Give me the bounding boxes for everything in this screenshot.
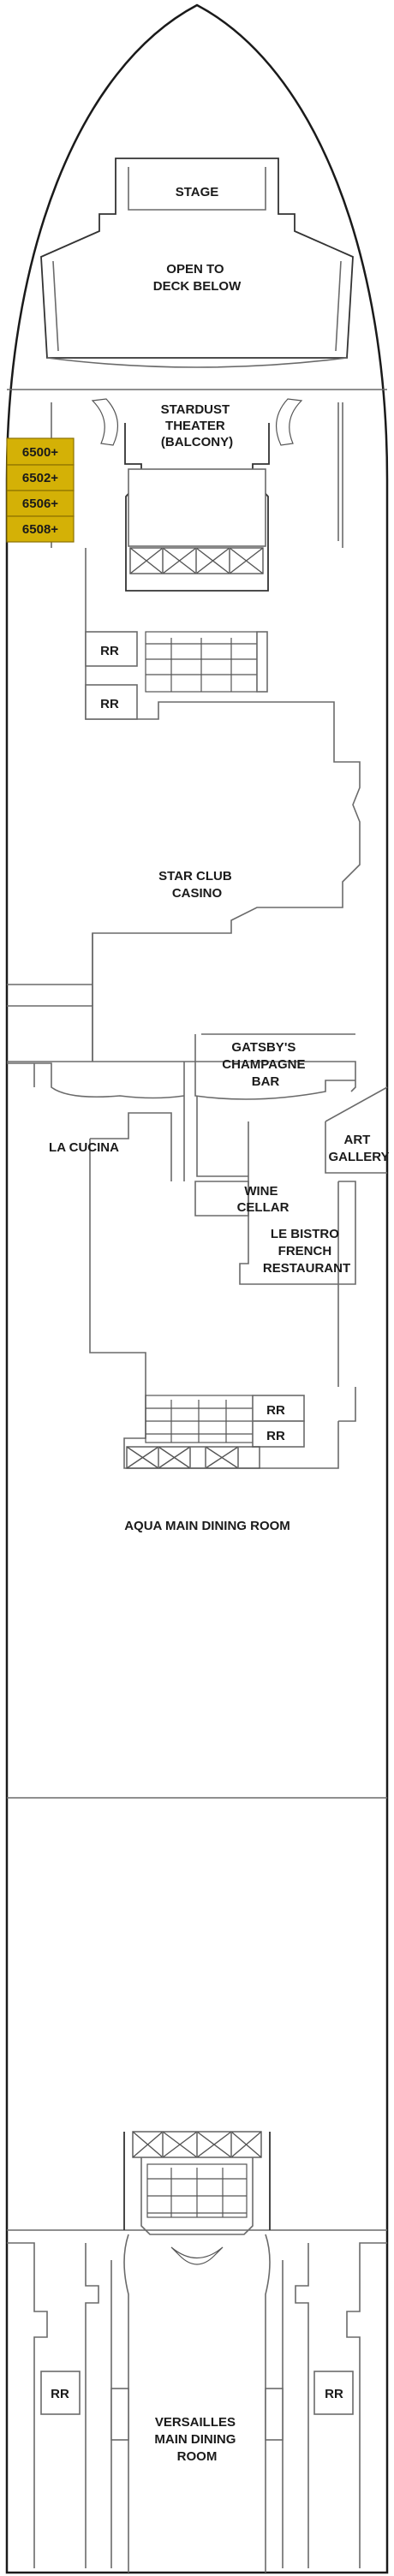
- aqua-dining-room-label: AQUA MAIN DINING ROOM: [124, 1519, 290, 1533]
- versailles-area: [7, 2131, 387, 2573]
- le-bistro-label: LE BISTRO FRENCH RESTAURANT: [263, 1227, 350, 1276]
- restroom-label: RR: [100, 644, 119, 658]
- cabin-6508-label: 6508+: [22, 522, 58, 537]
- star-club-casino-label: STAR CLUB CASINO: [158, 869, 236, 901]
- restroom-label: RR: [100, 697, 119, 711]
- cabin-6502-label: 6502+: [22, 471, 58, 485]
- versailles-dining-room-label: VERSAILLES MAIN DINING ROOM: [154, 2415, 239, 2464]
- aqua-stair-core: [123, 1387, 339, 1469]
- cabin-6500[interactable]: [6, 437, 75, 466]
- gatsbys-bar-label: GATSBY'S CHAMPAGNE BAR: [222, 1040, 308, 1089]
- stage-label: STAGE: [176, 185, 219, 199]
- open-to-deck-label: OPEN TO DECK BELOW: [153, 262, 242, 294]
- restroom-label: RR: [266, 1429, 285, 1443]
- cabin-6500-label: 6500+: [22, 445, 58, 460]
- cabin-block: 6500+ 6502+ 6506+ 6508+: [6, 437, 75, 543]
- cabin-6506[interactable]: [6, 490, 75, 517]
- restroom-label: RR: [325, 2387, 343, 2401]
- forward-stair-core: [85, 548, 361, 1062]
- cabin-6506-label: 6506+: [22, 497, 58, 511]
- restroom-label: RR: [266, 1403, 285, 1418]
- cabin-6502[interactable]: [6, 464, 75, 491]
- art-gallery-label: ART GALLERY: [328, 1133, 389, 1164]
- wine-cellar-label: WINE CELLAR: [237, 1184, 290, 1215]
- restroom-label: RR: [51, 2387, 69, 2401]
- la-cucina-label: LA CUCINA: [49, 1140, 119, 1155]
- casino-bars-area: [7, 933, 388, 1422]
- cabin-6508[interactable]: [6, 515, 75, 543]
- stardust-theater-label: STARDUST THEATER (BALCONY): [161, 402, 234, 449]
